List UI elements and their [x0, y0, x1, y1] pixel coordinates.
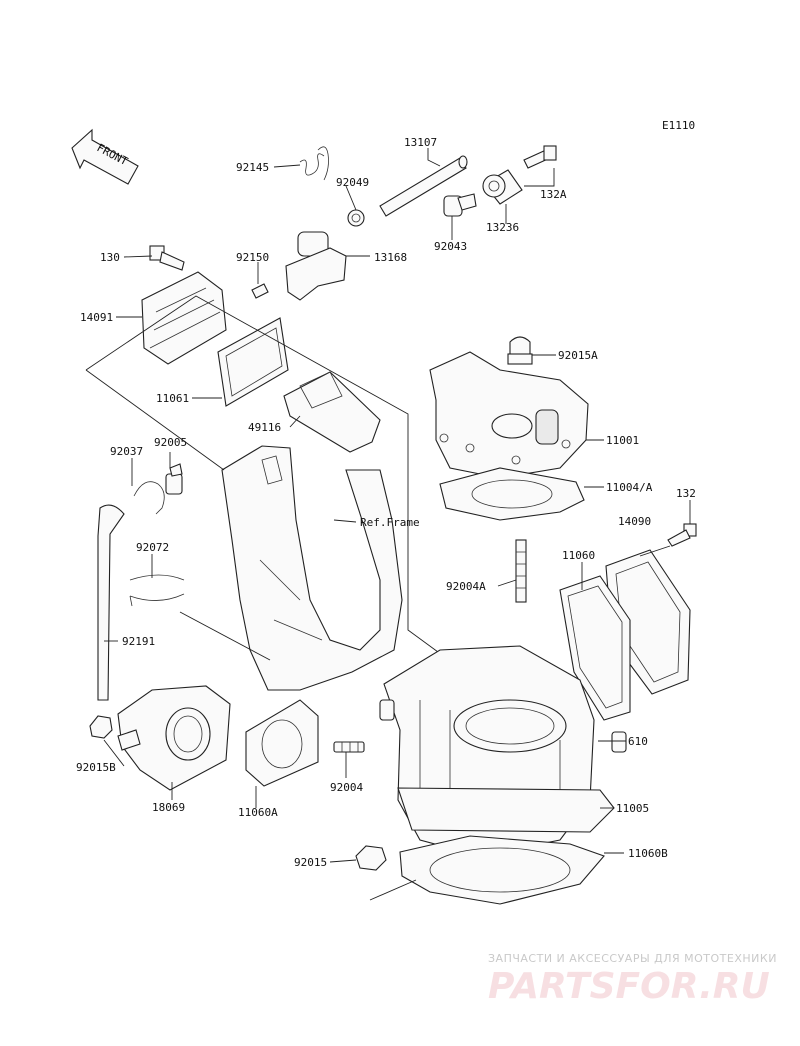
cylinder-11005-drawing — [379, 645, 615, 857]
bolt-132-drawing — [667, 523, 697, 547]
manifold-18069-drawing — [117, 685, 231, 791]
label-13236: 13236 — [486, 221, 519, 234]
frame-outline-drawing — [221, 445, 403, 691]
ref-line-tube — [179, 611, 271, 661]
bolt-132A-drawing — [523, 145, 557, 169]
label-11005: 11005 — [616, 802, 649, 815]
bolt-92150-drawing — [251, 283, 269, 299]
hose-92191-drawing — [97, 504, 125, 701]
label-610: 610 — [628, 735, 648, 748]
nut-92015-drawing — [355, 845, 387, 871]
label-49116: 49116 — [248, 421, 281, 434]
clamp-92037-drawing — [133, 481, 165, 515]
label-92004: 92004 — [330, 781, 363, 794]
ref-frame-pointer — [333, 519, 357, 523]
stud-92004-drawing — [333, 741, 365, 753]
label-11060A: 11060A — [238, 806, 278, 819]
label-92005: 92005 — [154, 436, 187, 449]
label-132A: 132A — [540, 188, 567, 201]
label-132: 132 — [676, 487, 696, 500]
watermark-brand: PARTSFOR.RU — [488, 966, 770, 1007]
label-11061: 11061 — [156, 392, 189, 405]
watermark-tagline: ЗАПЧАСТИ И АКСЕССУАРЫ ДЛЯ МОТОТЕХНИКИ — [488, 952, 777, 965]
label-92145: 92145 — [236, 161, 269, 174]
label-92015B: 92015B — [76, 761, 116, 774]
gear-13236-drawing — [482, 169, 523, 205]
ref-line-cover — [85, 369, 225, 471]
label-92150: 92150 — [236, 251, 269, 264]
label-92015A: 92015A — [558, 349, 598, 362]
diagram-code: E1110 — [662, 119, 695, 132]
label-92043: 92043 — [434, 240, 467, 253]
label-11060: 11060 — [562, 549, 595, 562]
label-92037: 92037 — [110, 445, 143, 458]
gasket-11060-drawing — [559, 575, 631, 721]
label-92049: 92049 — [336, 176, 369, 189]
lever-13168-drawing — [285, 231, 347, 301]
label-130: 130 — [100, 251, 120, 264]
leader-lines — [103, 148, 691, 901]
label-92191: 92191 — [122, 635, 155, 648]
label-11060B: 11060B — [628, 847, 668, 860]
label-18069: 18069 — [152, 801, 185, 814]
spring-92145-drawing — [299, 146, 329, 181]
front-arrow-icon: FRONT — [71, 128, 139, 185]
label-92015: 92015 — [294, 856, 327, 869]
stud-92004A-drawing — [515, 539, 527, 603]
fitting-92005-drawing — [165, 463, 183, 495]
pin-92043-drawing — [443, 193, 477, 217]
collar-92049-drawing — [347, 209, 365, 227]
label-11001: 11001 — [606, 434, 639, 447]
cap-nut-92015A-drawing — [507, 336, 533, 365]
base-gasket-11060B-drawing — [399, 835, 605, 905]
head-gasket-11004A-drawing — [439, 467, 585, 521]
ref-line-upper — [85, 295, 439, 653]
bolt-130-drawing — [149, 245, 185, 271]
cover-14091-drawing — [141, 271, 227, 365]
label-14090: 14090 — [618, 515, 651, 528]
gasket-11061-drawing — [217, 317, 289, 407]
label-92072: 92072 — [136, 541, 169, 554]
label-92004A: 92004A — [446, 580, 486, 593]
gasket-11060A-drawing — [245, 699, 319, 787]
label-11004A: 11004/A — [606, 481, 653, 494]
label-13107: 13107 — [404, 136, 437, 149]
shaft-13107-drawing — [379, 155, 468, 217]
label-14091: 14091 — [80, 311, 113, 324]
guide-49116-drawing — [283, 371, 381, 453]
cylinder-head-11001-drawing — [429, 351, 589, 479]
label-13168: 13168 — [374, 251, 407, 264]
clamp-92072-drawing — [129, 574, 185, 607]
ref-frame-label: Ref.Frame — [360, 516, 420, 529]
nut-92015B-drawing — [89, 715, 113, 739]
dowel-610-drawing — [611, 731, 627, 753]
